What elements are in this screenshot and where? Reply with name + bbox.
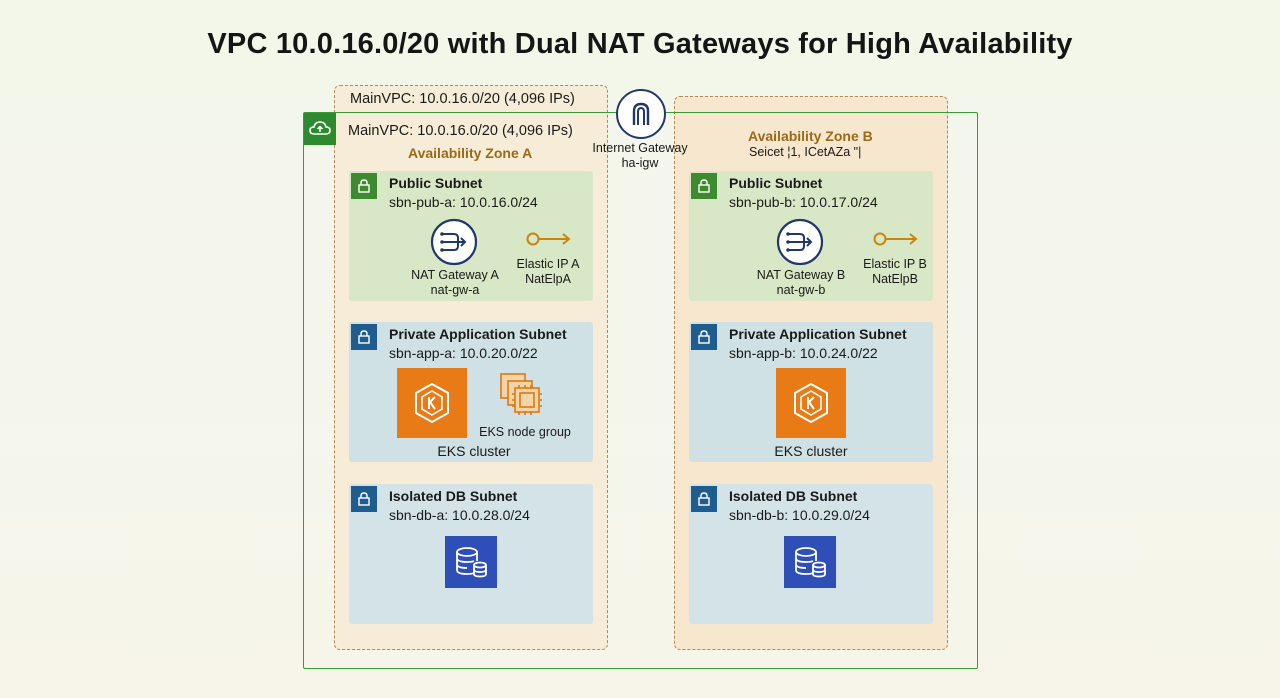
internet-gateway-icon [616,89,666,139]
private-app-subnet-a: Private Application Subnet sbn-app-a: 10… [349,322,593,462]
az-a-title: Availability Zone A [408,145,533,161]
igw-name: Internet Gateway [592,141,688,155]
eks-node-group-label: EKS node group [479,425,571,439]
lock-icon [351,486,377,512]
lock-icon [691,486,717,512]
subnet-name: Private Application Subnet [389,326,567,342]
elastic-ip-a-id: NatElpA [525,272,571,286]
elastic-ip-icon [525,229,573,254]
eks-node-group-icon [495,370,547,427]
nat-gateway-icon [775,217,825,272]
subnet-cidr: sbn-pub-a: 10.0.16.0/24 [389,194,538,210]
db-subnet-b: Isolated DB Subnet sbn-db-b: 10.0.29.0/2… [689,484,933,624]
subnet-cidr: sbn-db-b: 10.0.29.0/24 [729,507,870,523]
vpc-label-outer: MainVPC: 10.0.16.0/20 (4,096 IPs) [350,91,575,107]
eks-cluster-b-label: EKS cluster [774,443,848,459]
nat-gateway-a-id: nat-gw-a [430,283,480,297]
subnet-name: Public Subnet [729,175,823,191]
lock-icon [351,324,377,350]
az-b-title: Availability Zone B [748,128,873,144]
public-subnet-a: Public Subnet sbn-pub-a: 10.0.16.0/24 NA… [349,171,593,301]
subnet-name: Isolated DB Subnet [729,488,858,504]
lock-icon [691,173,717,199]
subnet-name: Public Subnet [389,175,483,191]
igw-id: ha-igw [621,156,659,170]
nat-gateway-b-id: nat-gw-b [776,283,826,297]
subnet-name: Private Application Subnet [729,326,907,342]
vpc-cloud-icon [304,113,336,145]
lock-icon [351,173,377,199]
eks-icon [776,368,846,438]
diagram-title: VPC 10.0.16.0/20 with Dual NAT Gateways … [207,28,1073,60]
database-icon [445,536,497,588]
vpc-label-inner: MainVPC: 10.0.16.0/20 (4,096 IPs) [348,123,573,139]
elastic-ip-b-name: Elastic IP B [863,257,927,271]
nat-gateway-b-name: NAT Gateway B [756,268,846,282]
subnet-cidr: sbn-app-b: 10.0.24.0/22 [729,345,878,361]
subnet-cidr: sbn-pub-b: 10.0.17.0/24 [729,194,878,210]
subnet-cidr: sbn-app-a: 10.0.20.0/22 [389,345,538,361]
elastic-ip-icon [872,229,920,254]
database-icon [784,536,836,588]
az-b-subtitle: Seicet ¦1, ICetAZa "| [749,145,862,159]
subnet-name: Isolated DB Subnet [389,488,518,504]
elastic-ip-a-name: Elastic IP A [516,257,580,271]
elastic-ip-b-id: NatElpB [872,272,918,286]
eks-icon [397,368,467,438]
subnet-cidr: sbn-db-a: 10.0.28.0/24 [389,507,530,523]
lock-icon [691,324,717,350]
private-app-subnet-b: Private Application Subnet sbn-app-b: 10… [689,322,933,462]
nat-gateway-a-name: NAT Gateway A [411,268,499,282]
eks-cluster-a-label: EKS cluster [437,443,511,459]
nat-gateway-icon [429,217,479,272]
public-subnet-b: Public Subnet sbn-pub-b: 10.0.17.0/24 NA… [689,171,933,301]
db-subnet-a: Isolated DB Subnet sbn-db-a: 10.0.28.0/2… [349,484,593,624]
